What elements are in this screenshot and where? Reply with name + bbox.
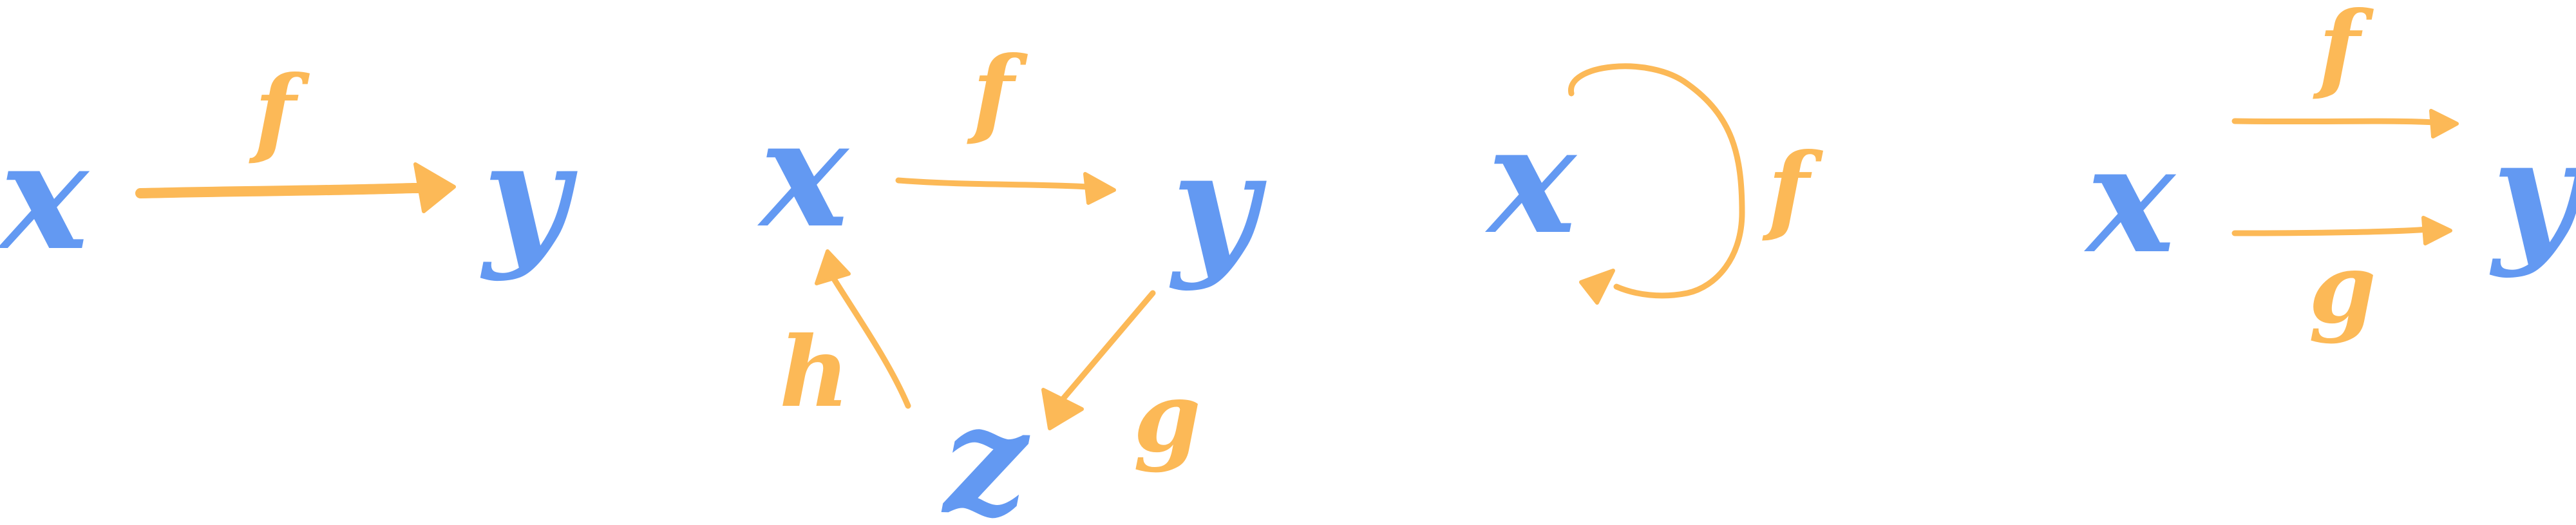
label-f: f [249, 55, 310, 168]
loop-f-head [1579, 269, 1615, 305]
arrow-f-body [135, 183, 430, 198]
object-x: x [757, 87, 850, 261]
object-x: x [1484, 93, 1578, 267]
label-g: g [1133, 361, 1201, 474]
object-x: x [2083, 113, 2177, 287]
arrow-f-body [895, 177, 1092, 190]
arrow-f-head [1083, 172, 1116, 205]
diagram-loop: x f [1484, 63, 1823, 305]
object-z: z [941, 374, 1030, 525]
arrow-g-head [1041, 388, 1084, 430]
label-h: h [779, 316, 849, 429]
arrow-f-body [2231, 118, 2438, 126]
label-f: f [1762, 132, 1823, 245]
label-f: f [2313, 0, 2374, 104]
arrow-g-body [2231, 226, 2431, 236]
label-g: g [2309, 232, 2376, 345]
object-y: y [2489, 106, 2576, 280]
loop-f-body [1568, 63, 1745, 299]
diagram-parallel: x f g y [2083, 0, 2576, 345]
arrow-g-body [1059, 290, 1156, 403]
object-y: y [1169, 119, 1267, 293]
label-f: f [967, 35, 1028, 149]
arrow-h-head [815, 249, 851, 285]
arrow-g-head [2421, 216, 2452, 245]
object-y: y [480, 110, 578, 283]
arrow-f-head [2429, 109, 2459, 138]
arrow-h-body [828, 271, 911, 409]
object-x: x [0, 110, 90, 283]
arrow-f-head [413, 162, 456, 213]
diagram-triangle: x y z f g h [757, 35, 1267, 525]
diagram-single-arrow: x f y [0, 55, 578, 283]
